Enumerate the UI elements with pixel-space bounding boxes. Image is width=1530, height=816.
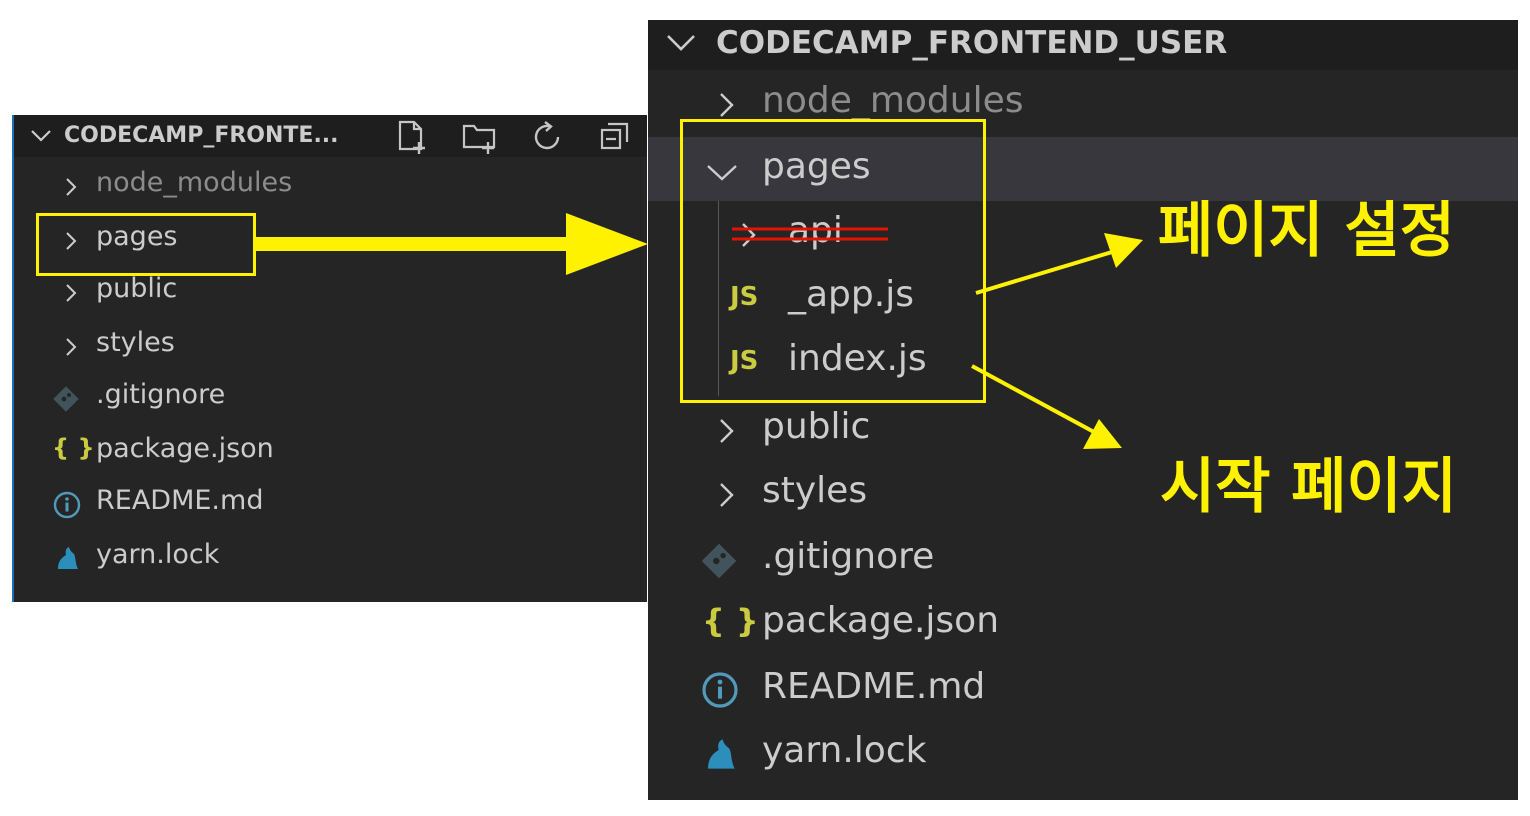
- js-icon: JS: [730, 346, 759, 376]
- yarn-icon: [708, 739, 735, 769]
- tree-item-label: yarn.lock: [762, 730, 927, 771]
- tree-item-label: package.json: [96, 433, 274, 464]
- tree-item-readme[interactable]: README.md: [14, 483, 647, 523]
- chevron-right-icon: [66, 178, 77, 196]
- tree-item-label: README.md: [96, 485, 264, 516]
- tree-item-label: public: [96, 273, 178, 304]
- chevron-right-icon: [66, 338, 77, 356]
- tree-item-label: pages: [96, 221, 178, 252]
- git-icon: [701, 543, 737, 579]
- tree-item-app-js[interactable]: JS _app.js: [648, 272, 1518, 322]
- tree-item-pages[interactable]: pages: [648, 144, 1518, 194]
- highlight-box-pages-right: [680, 119, 986, 403]
- explorer-header[interactable]: CODECAMP_FRONTE...: [14, 115, 647, 157]
- tree-item-node-modules[interactable]: node_modules: [648, 78, 1518, 128]
- tree-item-label: README.md: [762, 666, 986, 707]
- tree-item-label: yarn.lock: [96, 539, 220, 570]
- explorer-header[interactable]: CODECAMP_FRONTEND_USER: [648, 20, 1518, 70]
- tree-item-label: _app.js: [788, 274, 914, 315]
- selected-row-highlight: [648, 137, 1518, 201]
- info-icon: [702, 672, 738, 708]
- info-icon: [53, 491, 81, 519]
- tree-item-label: node_modules: [762, 80, 1024, 121]
- tree-item-yarn-lock[interactable]: yarn.lock: [648, 728, 1518, 778]
- chevron-right-icon: [720, 93, 734, 117]
- tree-item-pages[interactable]: pages: [14, 219, 647, 259]
- annotation-page-settings: 페이지 설정: [1158, 196, 1455, 266]
- arrow-left-to-right: [256, 213, 648, 275]
- new-file-icon[interactable]: [392, 117, 432, 157]
- tree-item-label: pages: [762, 146, 871, 187]
- tree-item-yarn-lock[interactable]: yarn.lock: [14, 537, 647, 577]
- arrow-to-page-settings: [975, 233, 1143, 295]
- tree-item-readme[interactable]: README.md: [648, 664, 1518, 714]
- chevron-right-icon: [720, 483, 734, 507]
- git-icon: [53, 386, 79, 412]
- tree-item-node-modules[interactable]: node_modules: [14, 165, 647, 205]
- strikethrough-mark: [732, 227, 888, 241]
- annotation-start-page: 시작 페이지: [1160, 452, 1457, 522]
- refresh-icon[interactable]: [528, 117, 568, 157]
- chevron-down-icon[interactable]: [666, 34, 696, 52]
- tree-item-label: public: [762, 406, 871, 447]
- tree-item-label: styles: [762, 470, 868, 511]
- json-icon: { }: [702, 602, 759, 640]
- tree-item-public[interactable]: public: [648, 404, 1518, 454]
- chevron-down-icon[interactable]: [30, 129, 52, 143]
- tree-item-package-json[interactable]: { } package.json: [648, 598, 1518, 648]
- right-explorer-panel: CODECAMP_FRONTEND_USER node_modules page…: [648, 20, 1518, 800]
- left-explorer-panel: CODECAMP_FRONTE... node_modules pages pu: [12, 115, 647, 602]
- tree-item-package-json[interactable]: { } package.json: [14, 431, 647, 471]
- json-icon: { }: [52, 434, 95, 462]
- chevron-right-icon: [66, 232, 77, 250]
- tree-item-public[interactable]: public: [14, 271, 647, 311]
- tree-item-gitignore[interactable]: .gitignore: [14, 377, 647, 417]
- explorer-title: CODECAMP_FRONTE...: [64, 123, 339, 148]
- arrow-to-start-page: [971, 364, 1122, 449]
- tree-item-label: .gitignore: [762, 536, 935, 577]
- tree-item-index-js[interactable]: JS index.js: [648, 336, 1518, 386]
- collapse-all-icon[interactable]: [596, 117, 636, 157]
- highlight-box-pages-left: [36, 213, 256, 276]
- tree-item-styles[interactable]: styles: [14, 325, 647, 365]
- tree-item-label: index.js: [788, 338, 927, 379]
- tree-item-label: styles: [96, 327, 175, 358]
- explorer-title: CODECAMP_FRONTEND_USER: [716, 25, 1228, 61]
- tree-item-label: .gitignore: [96, 379, 226, 410]
- yarn-icon: [58, 547, 78, 569]
- js-icon: JS: [730, 282, 759, 312]
- chevron-down-icon: [707, 165, 737, 181]
- chevron-right-icon: [66, 284, 77, 302]
- tree-item-gitignore[interactable]: .gitignore: [648, 534, 1518, 584]
- indent-guide: [718, 201, 719, 396]
- tree-item-label: package.json: [762, 600, 1000, 641]
- tree-item-label: node_modules: [96, 167, 293, 198]
- tree-item-api[interactable]: api: [648, 208, 1518, 258]
- chevron-right-icon: [720, 419, 734, 443]
- new-folder-icon[interactable]: [460, 117, 500, 157]
- tree-item-styles[interactable]: styles: [648, 468, 1518, 518]
